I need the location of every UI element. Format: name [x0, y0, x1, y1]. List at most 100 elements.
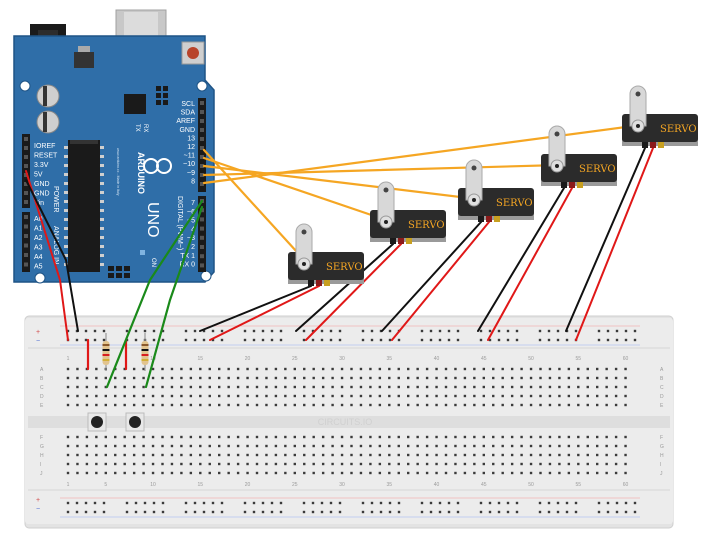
- jumper-wire[interactable]: [381, 221, 482, 332]
- digital-pin-label: ~5: [187, 218, 195, 225]
- column-number: 15: [198, 356, 204, 362]
- column-number: 55: [576, 356, 582, 362]
- jumper-wire[interactable]: [25, 170, 69, 341]
- power-pin-label: RESET: [34, 153, 58, 160]
- digital-header-label: DIGITAL (PWM~): [176, 196, 183, 250]
- digital-header-top[interactable]: [198, 98, 206, 192]
- power-pin-label: GND: [34, 181, 50, 188]
- row-label: I: [40, 462, 41, 468]
- analog-header-label: ANALOG IN: [52, 226, 59, 264]
- column-number: 45: [481, 482, 487, 488]
- row-label: G: [40, 444, 44, 450]
- digital-header-bottom[interactable]: [198, 196, 206, 272]
- board-brand: ARDUINO: [136, 152, 146, 194]
- digital-pin-label: SCL: [181, 101, 195, 108]
- jumper-wire[interactable]: [487, 187, 573, 341]
- servo-horn[interactable]: [377, 181, 395, 223]
- row-label: A: [40, 367, 44, 373]
- servo-horn[interactable]: [295, 223, 313, 265]
- row-label: H: [660, 453, 664, 459]
- servo-motor[interactable]: SERVO: [370, 181, 446, 244]
- column-number: 40: [434, 482, 440, 488]
- power-pin-label: IOREF: [34, 143, 55, 150]
- column-number: 20: [245, 482, 251, 488]
- jumper-wire[interactable]: [295, 243, 394, 332]
- row-label: J: [660, 471, 663, 477]
- digital-pin-label: TX 1: [180, 253, 195, 260]
- power-header-label: POWER: [52, 186, 59, 212]
- digital-pin-label: RX 0: [179, 262, 195, 269]
- column-number: 60: [623, 356, 629, 362]
- analog-pin-label: A4: [34, 254, 43, 261]
- jumper-wire[interactable]: [305, 243, 402, 341]
- jumper-wire[interactable]: [575, 147, 654, 341]
- column-number: 25: [292, 356, 298, 362]
- jumper-wire[interactable]: [199, 285, 312, 332]
- row-label: D: [40, 394, 44, 400]
- servo-motor[interactable]: SERVO: [458, 159, 534, 222]
- power-pin-label: Vin: [34, 200, 44, 207]
- board-website: www.arduino.cc - Made in Italy: [116, 148, 120, 196]
- column-number: 30: [339, 482, 345, 488]
- jumper-wire[interactable]: [565, 147, 646, 332]
- jumper-wire[interactable]: [25, 179, 79, 332]
- row-label: C: [660, 385, 664, 391]
- rail-plus-label-bottom: +: [36, 497, 40, 504]
- servo-horn[interactable]: [548, 125, 566, 167]
- servo-label: SERVO: [579, 164, 616, 175]
- digital-pin-label: 13: [187, 135, 195, 142]
- analog-pin-label: A0: [34, 216, 43, 223]
- jumper-wire[interactable]: [105, 199, 204, 389]
- tx-led-label: TX: [134, 124, 140, 132]
- row-label: H: [40, 453, 44, 459]
- digital-pin-label: ~6: [187, 209, 195, 216]
- jumper-wire[interactable]: [209, 285, 320, 341]
- jumper-wire[interactable]: [144, 205, 204, 389]
- column-number: 50: [528, 356, 534, 362]
- arduino-uno-board[interactable]: ARDUINO UNO www.arduino.cc - Made in Ita…: [13, 9, 215, 284]
- resistor[interactable]: [102, 333, 110, 371]
- column-number: 1: [67, 356, 70, 362]
- jumper-wire[interactable]: [477, 187, 565, 332]
- jumper-wire[interactable]: [391, 221, 490, 341]
- servo-label: SERVO: [408, 220, 445, 231]
- digital-pin-label: AREF: [176, 118, 195, 125]
- column-number: 15: [198, 482, 204, 488]
- column-number: 35: [387, 356, 393, 362]
- rx-led-label: RX: [142, 124, 148, 132]
- column-number: 20: [245, 356, 251, 362]
- rail-plus-label: +: [36, 329, 40, 336]
- analog-pin-label: A5: [34, 264, 43, 271]
- resistor[interactable]: [141, 333, 149, 371]
- row-label: B: [660, 376, 664, 382]
- rail-minus-label-bottom: −: [36, 506, 40, 513]
- column-number: 25: [292, 482, 298, 488]
- servo-horn[interactable]: [465, 159, 483, 201]
- column-number: 10: [150, 482, 156, 488]
- analog-pin-label: A2: [34, 235, 43, 242]
- digital-pin-label: ~9: [187, 170, 195, 177]
- column-number: 45: [481, 356, 487, 362]
- digital-pin-label: 7: [191, 200, 195, 207]
- servo-label: SERVO: [496, 198, 533, 209]
- row-label: J: [40, 471, 43, 477]
- breadboard-holes: [60, 325, 640, 518]
- resistors: [102, 333, 149, 371]
- analog-pin-label: A3: [34, 245, 43, 252]
- pushbutton[interactable]: [87, 412, 107, 432]
- digital-pin-label: ~10: [183, 161, 195, 168]
- analog-header[interactable]: [22, 212, 30, 272]
- row-label: I: [660, 462, 661, 468]
- servo-label: SERVO: [326, 262, 363, 273]
- row-label: D: [660, 394, 664, 400]
- servo-motor[interactable]: SERVO: [288, 223, 364, 286]
- servo-motor[interactable]: SERVO: [622, 85, 698, 148]
- digital-pin-label: 12: [187, 144, 195, 151]
- pushbutton[interactable]: [125, 412, 145, 432]
- servo-motor[interactable]: SERVO: [541, 125, 617, 188]
- servo-horn[interactable]: [629, 85, 647, 127]
- breadboard-watermark: CIRCUITS.IO: [318, 417, 373, 427]
- servos: SERVO SERVO SERVO SERVO SERVO: [288, 85, 698, 286]
- digital-pin-label: 8: [191, 178, 195, 185]
